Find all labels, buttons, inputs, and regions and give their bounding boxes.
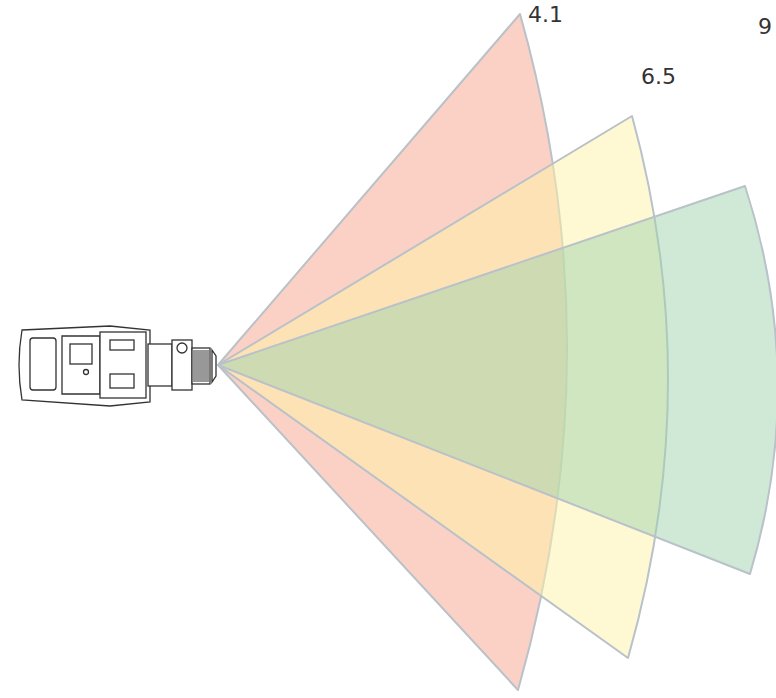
connector-plate bbox=[110, 374, 134, 388]
camera-body bbox=[19, 326, 216, 406]
label-plate bbox=[110, 340, 134, 350]
lens-barrel bbox=[172, 340, 192, 390]
knurl-stroke bbox=[208, 350, 209, 382]
knurl-stroke bbox=[204, 350, 205, 382]
zoom-label: 9 bbox=[758, 16, 772, 38]
lens-adapter bbox=[148, 344, 172, 386]
mount-window bbox=[70, 344, 92, 364]
rear-body bbox=[100, 332, 146, 398]
knurl-stroke bbox=[198, 350, 199, 382]
focus-knob bbox=[177, 343, 187, 353]
mount-plate bbox=[62, 336, 100, 394]
housing-panel bbox=[30, 338, 56, 390]
lens-front bbox=[212, 350, 216, 382]
mount-screw bbox=[84, 370, 89, 375]
knurl-stroke bbox=[200, 350, 201, 382]
knurl-stroke bbox=[194, 350, 195, 382]
camera-housing bbox=[19, 326, 150, 406]
zoom-label: 4.1 bbox=[528, 4, 563, 26]
knurl-stroke bbox=[196, 350, 197, 382]
narrow-sector bbox=[218, 186, 776, 574]
zoom-label: 6.5 bbox=[641, 66, 676, 88]
knurl-stroke bbox=[206, 350, 207, 382]
knurl-stroke bbox=[202, 350, 203, 382]
lens-ring bbox=[192, 348, 210, 384]
knurling bbox=[194, 350, 208, 382]
